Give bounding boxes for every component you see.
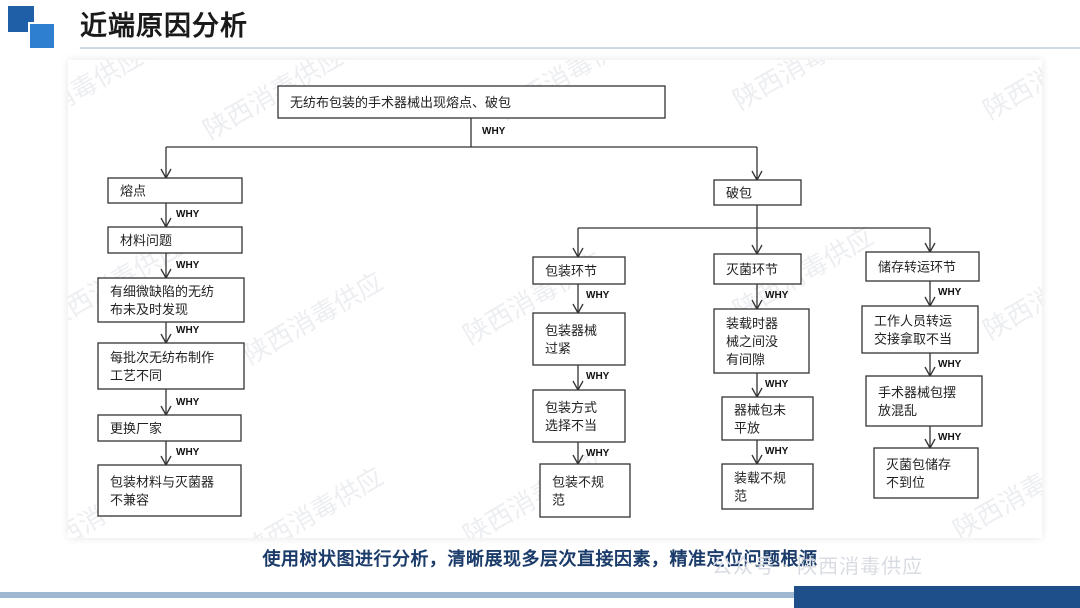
- melt-cause-3-label: 更换厂家: [110, 421, 162, 437]
- why-melt-4: WHY: [176, 447, 200, 458]
- logo-square-front: [28, 22, 56, 50]
- packaging-cause-2-label: 包装不规范: [552, 476, 604, 509]
- source-watermark: 公众号 · 陕西消毒供应: [712, 554, 924, 578]
- melt-cause-4-box: [97, 464, 242, 517]
- melt-cause-2-label: 每批次无纺布制作工艺不同: [110, 350, 214, 384]
- why-packaging-0: WHY: [586, 290, 610, 301]
- cause-tree-diagram: 陕西消毒供应陕西消毒供应陕西消毒供应陕西消毒供应陕西消毒供应陕西消毒供应陕西消毒…: [68, 60, 1042, 538]
- root-node-label: 无纺布包装的手术器械出现熔点、破包: [290, 95, 511, 111]
- sterilization-cause-2-box: [721, 463, 814, 510]
- melt-node-box: [107, 177, 243, 204]
- melt-cause-0-label: 材料问题: [120, 234, 172, 249]
- header-divider: [80, 47, 1080, 49]
- melt-cause-1-box: [97, 277, 245, 323]
- why-melt-0: WHY: [176, 209, 200, 220]
- storage-cause-1-box: [865, 375, 983, 427]
- why-storage-0: WHY: [938, 287, 962, 298]
- packaging-node-box: [532, 256, 626, 285]
- sterilization-cause-2-label: 装载不规范: [734, 472, 786, 505]
- packaging-node-label: 包装环节: [545, 265, 597, 280]
- packaging-cause-0-label: 包装器械过紧: [545, 324, 597, 357]
- why-root: WHY: [482, 126, 506, 137]
- storage-node-label: 储存转运环节: [878, 261, 956, 276]
- why-storage-2: WHY: [938, 432, 962, 443]
- sterilization-cause-1-box: [721, 396, 814, 441]
- melt-cause-1-label: 有细微缺陷的无纺布未及时发现: [110, 284, 214, 318]
- footer-bar-dark: [794, 586, 1080, 608]
- storage-cause-2-box: [873, 447, 979, 499]
- why-melt-1: WHY: [176, 260, 200, 271]
- why-storage-1: WHY: [938, 359, 962, 370]
- watermark-text: 陕西消毒供应: [979, 60, 1043, 126]
- melt-cause-4-label: 包装材料与灭菌器不兼容: [110, 476, 214, 509]
- watermark-text: 陕西消毒供应: [729, 60, 879, 116]
- packaging-cause-2-box: [539, 463, 631, 518]
- melt-cause-0-box: [107, 226, 243, 254]
- why-sterilization-0: WHY: [765, 290, 789, 301]
- root-node-box: [277, 85, 666, 119]
- sterilization-cause-0-box: [713, 308, 810, 374]
- packaging-cause-0-box: [532, 312, 626, 366]
- why-packaging-1: WHY: [586, 371, 610, 382]
- melt-cause-2-box: [97, 342, 245, 390]
- sterilization-cause-0-label: 装载时器械之间没有间隙: [726, 317, 778, 368]
- storage-cause-0-label: 工作人员转运交接拿取不当: [874, 315, 952, 348]
- watermark-text: 陕西消毒供应: [979, 242, 1043, 346]
- break-node-label: 破包: [726, 187, 752, 202]
- why-melt-2: WHY: [176, 325, 200, 336]
- storage-cause-0-box: [861, 305, 979, 354]
- watermark-text: 陕西消毒供应: [68, 60, 149, 146]
- storage-cause-1-label: 手术器械包摆放混乱: [878, 386, 956, 419]
- why-sterilization-1: WHY: [765, 379, 789, 390]
- packaging-cause-1-label: 包装方式选择不当: [545, 400, 597, 434]
- storage-cause-2-label: 灭菌包储存不到位: [886, 458, 951, 491]
- sterilization-node-label: 灭菌环节: [726, 263, 778, 278]
- sterilization-node-box: [713, 253, 802, 285]
- melt-node-label: 熔点: [120, 185, 146, 200]
- why-melt-3: WHY: [176, 397, 200, 408]
- footer-bar-light: [0, 592, 800, 598]
- sterilization-cause-1-label: 器械包未平放: [734, 404, 786, 437]
- melt-cause-3-box: [97, 414, 242, 442]
- diagram-panel: 陕西消毒供应陕西消毒供应陕西消毒供应陕西消毒供应陕西消毒供应陕西消毒供应陕西消毒…: [68, 60, 1042, 538]
- page-title: 近端原因分析: [80, 11, 248, 42]
- storage-node-box: [865, 251, 980, 282]
- watermark-text: 陕西消毒供应: [239, 267, 389, 371]
- packaging-cause-1-box: [532, 389, 626, 443]
- why-packaging-2: WHY: [586, 448, 610, 459]
- why-sterilization-2: WHY: [765, 446, 789, 457]
- watermark-text: 陕西消毒供应: [239, 462, 389, 538]
- caption-text: 使用树状图进行分析，清晰展现多层次直接因素，精准定位问题根源: [262, 549, 818, 570]
